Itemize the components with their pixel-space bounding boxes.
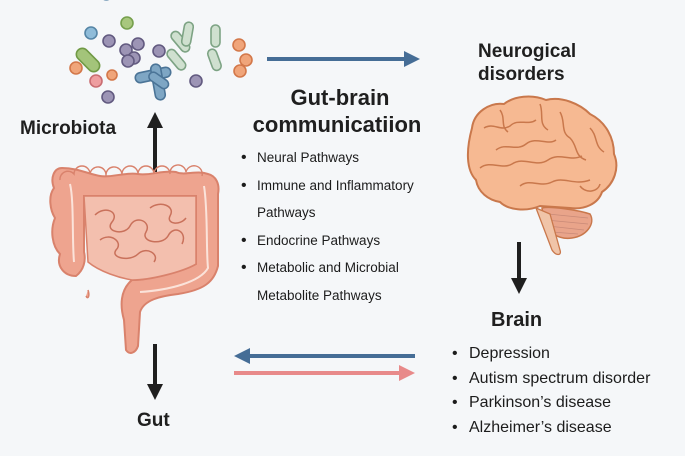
microbiota-label: Microbiota xyxy=(20,118,117,139)
disorder-item: Depression xyxy=(450,342,650,367)
pathway-item: Neural Pathways xyxy=(239,144,462,172)
pathway-item-text: Metabolic and Microbial Metabolite Pathw… xyxy=(257,260,399,303)
pathway-item: Metabolic and Microbial Metabolite Pathw… xyxy=(239,254,452,309)
pathway-item-text: Immune and Inflammatory Pathways xyxy=(257,177,414,221)
pathways-list: Neural Pathways Immune and Inflammatory … xyxy=(239,144,462,309)
title-line2: communicatiion xyxy=(252,112,422,137)
disorder-item: Alzheimer’s disease xyxy=(450,416,650,441)
disorders-list: Depression Autism spectrum disorder Park… xyxy=(450,342,650,440)
disorder-item: Autism spectrum disorder xyxy=(450,367,650,392)
pathway-item: Endocrine Pathways xyxy=(239,227,462,255)
neurological-label-line2: disorders xyxy=(478,64,565,85)
bacteria-cluster-icon xyxy=(69,0,253,104)
gut-brain-communication-title: Gut-brain communicatiion xyxy=(240,84,440,138)
title-line1: Gut-brain xyxy=(290,85,390,110)
neurological-disorders-label: Neurogical disorders xyxy=(478,40,576,86)
gut-label: Gut xyxy=(137,410,170,431)
pathway-item: Immune and Inflammatory Pathways xyxy=(239,172,462,227)
neurological-label-line1: Neurogical xyxy=(478,41,577,62)
brain-label: Brain xyxy=(491,309,543,331)
brain-icon xyxy=(466,95,618,256)
intestine-icon xyxy=(49,164,220,354)
disorder-item: Parkinson’s disease xyxy=(450,391,650,416)
